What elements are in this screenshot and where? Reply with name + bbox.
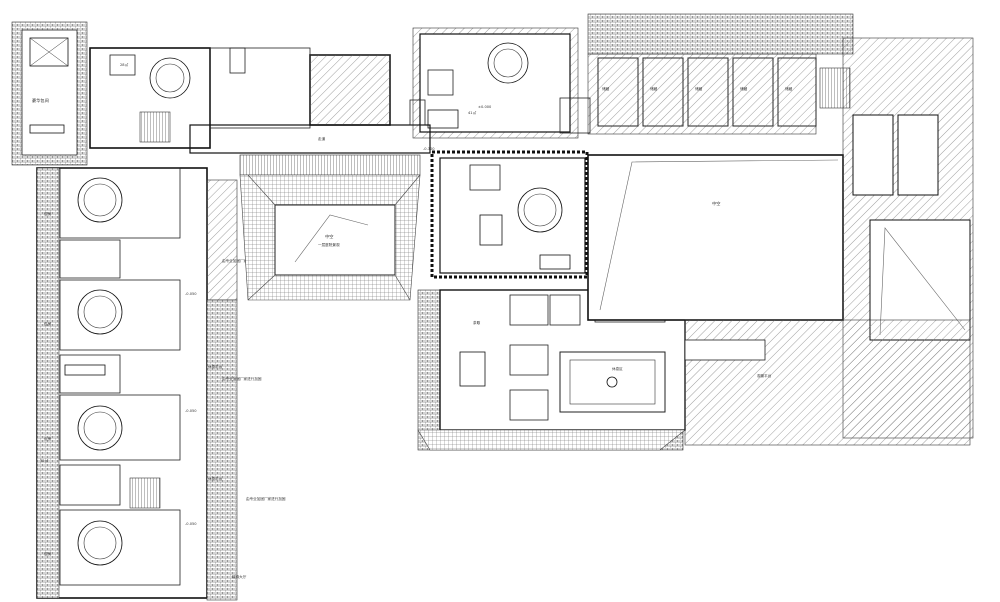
lounge-label: 休息区 [612, 366, 623, 371]
level-mark-3: -0.050 [185, 522, 197, 526]
private-room-label-4: 包房 [44, 551, 52, 556]
reinforce-note-3: 由专业加固厂家进行加固 [246, 496, 286, 501]
corridors: 走道 -0.300 [189, 97, 591, 154]
private-room-label-1: 包房 [44, 211, 52, 216]
terrace-label: 观景平台 [757, 373, 772, 378]
vip-room-label: 豪华包间 [32, 97, 49, 104]
level-mark-4: ±0.000 [478, 105, 492, 109]
courtyard-note: 一层庭院景观 [318, 242, 340, 247]
area-tag-3: 41㎡ [468, 110, 477, 115]
level-mark-2: -0.050 [185, 409, 197, 413]
top-middle-rooms [89, 47, 421, 176]
courtyard-label: 中空 [325, 233, 333, 240]
reinforce-note-1: 由专业加固厂家进行加固 [222, 258, 262, 263]
central-courtyard: 中空 一层庭院景观 [239, 174, 421, 301]
right-wing: 储藏 储藏 储藏 储藏 储藏 中空 观景平台 [587, 13, 974, 446]
storage-label-5: 储藏 [785, 86, 793, 91]
storage-label-3: 储藏 [695, 86, 703, 91]
level-mark-1: -0.050 [185, 292, 197, 296]
area-tag-1: 28㎡ [120, 62, 129, 67]
storage-label-1: 储藏 [602, 86, 610, 91]
platform-label-2: 休息平台 [208, 476, 223, 481]
center-right-vip-room [430, 150, 589, 279]
storage-label-4: 储藏 [740, 86, 748, 91]
lower-center-lounge: 茶歇 休息区 [417, 289, 686, 451]
top-left-vip-room: 豪华包间 [11, 21, 88, 166]
private-room-label-3: 包房 [44, 436, 52, 441]
corridor-label: 走道 [318, 136, 326, 141]
level-mark-5: -0.300 [423, 147, 435, 151]
storage-label-2: 储藏 [650, 86, 658, 91]
reinforce-note-2: 由专业加固厂家进行加固 [222, 376, 262, 381]
entrance-label: 接待大厅 [232, 574, 247, 579]
top-center-vip-room: ±0.000 [412, 27, 579, 139]
area-tag-2: 32㎡ [40, 458, 49, 463]
private-room-label-2: 包房 [44, 321, 52, 326]
tea-area-label: 茶歇 [473, 320, 481, 325]
left-column-rooms: 包房 包房 包房 包房 -0.050 -0.050 -0.050 休息平台 休息… [36, 167, 286, 601]
right-void-label: 中空 [712, 200, 720, 207]
platform-label-1: 休息平台 [208, 364, 223, 369]
